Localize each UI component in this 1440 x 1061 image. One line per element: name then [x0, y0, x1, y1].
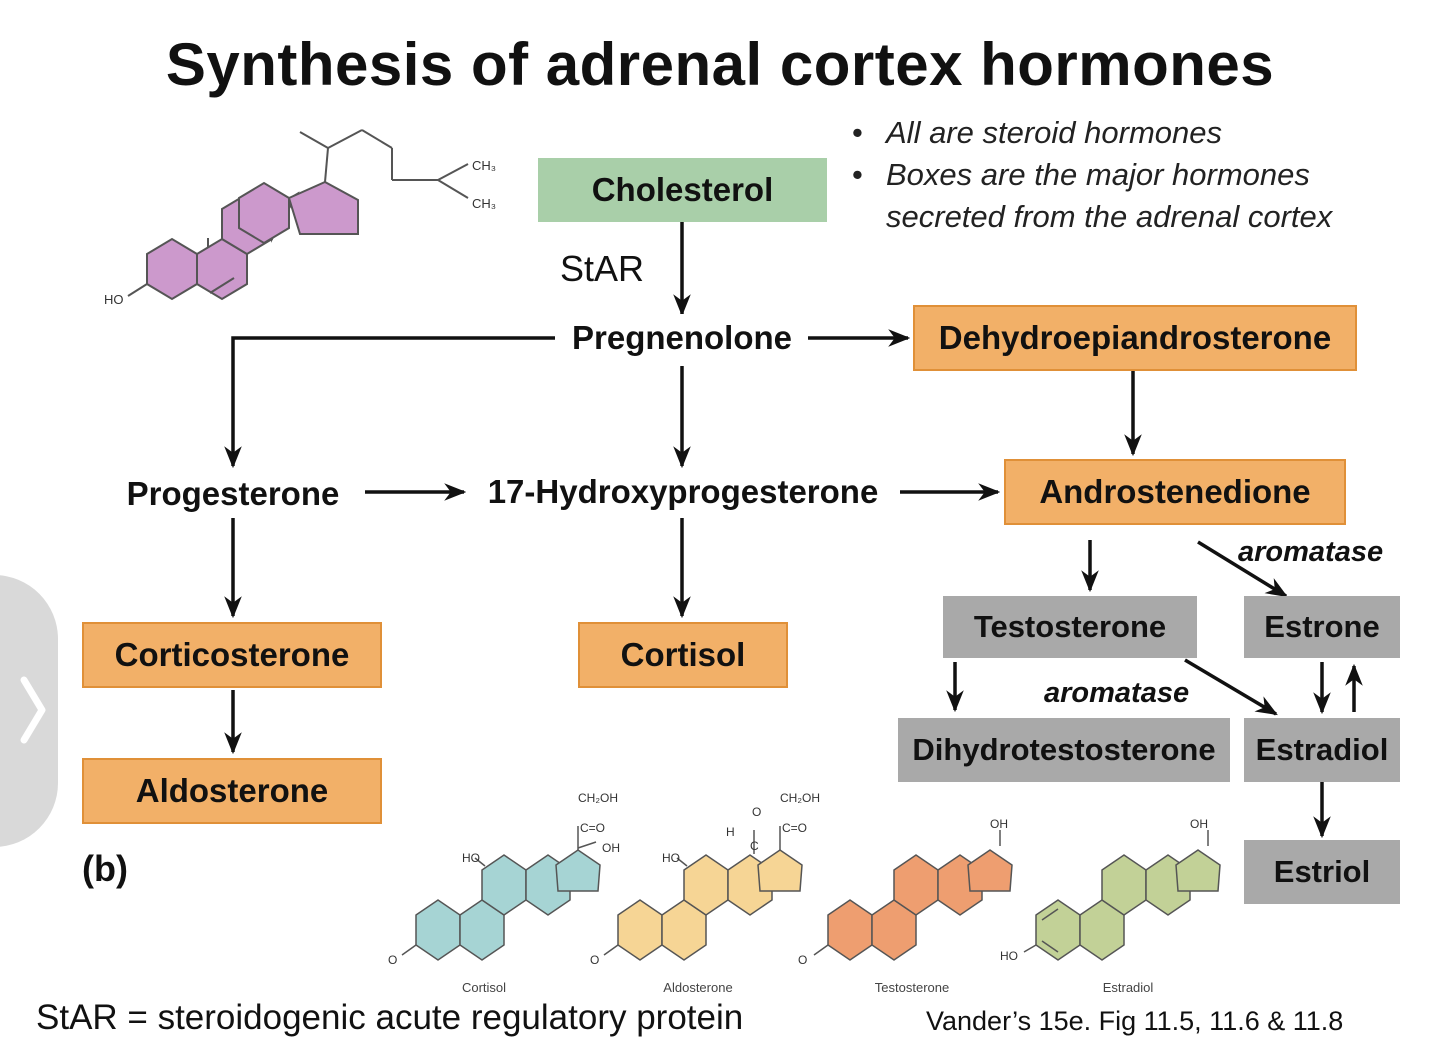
chevron-right-icon[interactable] — [12, 670, 52, 750]
node-aldosterone: Aldosterone — [82, 758, 382, 824]
node-cholesterol: Cholesterol — [538, 158, 827, 222]
aldosterone-co-label: C=O — [782, 821, 807, 835]
aromatase-label: aromatase — [1238, 536, 1384, 568]
node-dhea: Dehydroepiandrosterone — [913, 305, 1357, 371]
cholesterol-ho-label: HO — [104, 292, 124, 307]
aldosterone-ho-label: HO — [662, 851, 680, 865]
molecule-caption: Aldosterone — [663, 980, 733, 995]
figure-citation: Vander’s 15e. Fig 11.5, 11.6 & 11.8 — [926, 1006, 1344, 1036]
star-label: StAR — [560, 248, 645, 289]
molecule-caption: Estradiol — [1102, 980, 1154, 995]
aldosterone-o-label: O — [752, 805, 761, 819]
estradiol-structure: OH HO — [1000, 817, 1221, 963]
cortisol-ho-label: HO — [462, 851, 480, 865]
aldosterone-h-label: H — [726, 825, 735, 839]
arrow-androstenedione-estrone — [1197, 540, 1288, 598]
cortisol-co-label: C=O — [580, 821, 605, 835]
aromatase-label: aromatase — [1044, 677, 1190, 709]
aldosterone-ch2oh-label: CH₂OH — [780, 791, 820, 805]
aldosterone-c-label: C — [750, 839, 759, 853]
estradiol-ho-label: HO — [1000, 949, 1018, 963]
molecule-caption: Cortisol — [461, 980, 507, 995]
bullet-item: •All are steroid hormones — [852, 115, 1222, 150]
aldosterone-structure: CH₂OH C=O O H C HO O — [590, 791, 820, 967]
node-progesterone: Progesterone — [112, 470, 354, 518]
node-estradiol: Estradiol — [1244, 718, 1400, 782]
arrow-pregnenolone-progesterone — [224, 336, 555, 469]
cholesterol-ch3-label: CH₃ — [472, 158, 496, 173]
star-definition: StAR = steroidogenic acute regulatory pr… — [36, 998, 744, 1037]
testosterone-o-label: O — [798, 953, 807, 967]
aldosterone-o-label: O — [590, 953, 599, 967]
node-17-hydroxyprogesterone: 17-Hydroxyprogesterone — [472, 468, 894, 516]
cortisol-oh-label: OH — [602, 841, 620, 855]
cortisol-o-label: O — [388, 953, 397, 967]
cortisol-structure: CH₂OH C=O OH HO O — [388, 791, 620, 967]
cholesterol-ch3-label: CH₃ — [472, 196, 496, 211]
page-title: Synthesis of adrenal cortex hormones — [165, 31, 1275, 98]
node-estriol: Estriol — [1244, 840, 1400, 904]
testosterone-oh-label: OH — [990, 817, 1008, 831]
molecule-caption: Testosterone — [874, 980, 950, 995]
cortisol-ch2oh-label: CH₂OH — [578, 791, 618, 805]
bullet-list: •All are steroid hormones •Boxes are the… — [852, 112, 1332, 238]
node-corticosterone: Corticosterone — [82, 622, 382, 688]
estradiol-oh-label: OH — [1190, 817, 1208, 831]
node-androstenedione: Androstenedione — [1004, 459, 1346, 525]
testosterone-structure: OH O — [798, 817, 1013, 967]
bullet-item: secreted from the adrenal cortex — [886, 199, 1333, 234]
panel-label: (b) — [82, 848, 128, 889]
node-testosterone: Testosterone — [943, 596, 1197, 658]
cholesterol-structure: HO CH₃ CH₃ — [104, 129, 496, 307]
bullet-item: •Boxes are the major hormones — [852, 157, 1310, 192]
node-estrone: Estrone — [1244, 596, 1400, 658]
arrow-testosterone-estradiol — [1184, 658, 1278, 716]
side-panel-tab[interactable] — [0, 575, 58, 847]
node-pregnenolone: Pregnenolone — [556, 314, 808, 362]
node-dihydrotestosterone: Dihydrotestosterone — [898, 718, 1230, 782]
node-cortisol: Cortisol — [578, 622, 788, 688]
